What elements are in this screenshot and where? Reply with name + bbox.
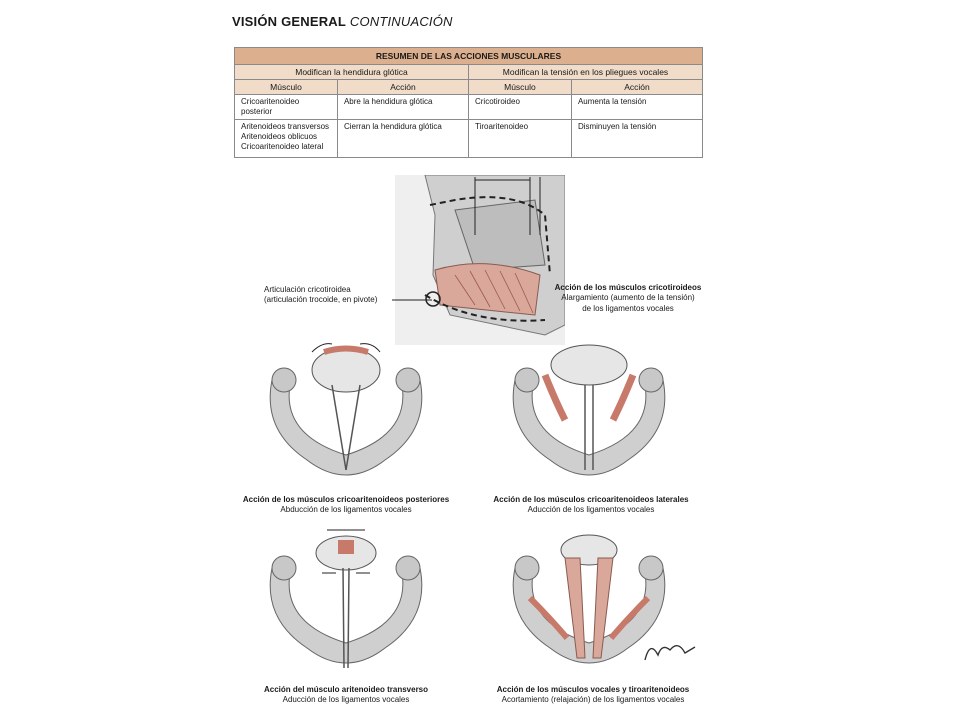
- caption-title: Acción de los músculos vocales y tiroari…: [496, 685, 690, 694]
- label-line: Articulación cricotiroidea: [264, 285, 351, 294]
- col-action-right: Acción: [570, 79, 704, 95]
- muscle-actions-table: RESUMEN DE LAS ACCIONES MUSCULARES Modif…: [234, 47, 704, 158]
- col-muscle-right: Músculo: [467, 79, 572, 95]
- caption-title: Acción de los músculos cricoaritenoideos…: [493, 495, 689, 504]
- caption-line: de los ligamentos vocales: [582, 303, 674, 313]
- joint-label: Articulación cricotiroidea (articulación…: [264, 285, 377, 305]
- col-muscle-left: Músculo: [234, 79, 338, 95]
- cell-line: Aritenoideos transversos: [241, 122, 330, 131]
- table-row: Cricoaritenoideo posterior Abre la hendi…: [234, 94, 704, 120]
- cell-muscle: Tiroaritenoideo: [467, 119, 572, 158]
- table-title: RESUMEN DE LAS ACCIONES MUSCULARES: [234, 47, 703, 65]
- leader-line: [392, 299, 432, 301]
- caption-vocal: Acción de los músculos vocales y tiroari…: [480, 685, 706, 706]
- caption-sub: Aducción de los ligamentos vocales: [527, 505, 655, 515]
- col-action-left: Acción: [336, 79, 469, 95]
- caption-sub: Aducción de los ligamentos vocales: [282, 695, 410, 705]
- cell-muscle: Cricotiroideo: [467, 94, 572, 120]
- page-header: VISIÓN GENERAL CONTINUACIÓN: [232, 14, 453, 29]
- group-left: Modifican la hendidura glótica: [234, 64, 469, 80]
- cell-line: Cricoaritenoideo lateral: [241, 142, 324, 151]
- caption-sub: Acortamiento (relajación) de los ligamen…: [501, 695, 685, 705]
- artist-signature-icon: [644, 645, 696, 661]
- label-line: (articulación trocoide, en pivote): [264, 295, 378, 304]
- posterior-cricoarytenoid-illustration: [269, 343, 423, 476]
- caption-posterior: Acción de los músculos cricoaritenoideos…: [236, 495, 456, 516]
- caption-sub: Abducción de los ligamentos vocales: [280, 505, 412, 515]
- cell-action: Disminuyen la tensión: [570, 119, 704, 158]
- header-italic: CONTINUACIÓN: [349, 14, 453, 29]
- header-bold: VISIÓN GENERAL: [232, 14, 347, 29]
- caption-transverse: Acción del músculo aritenoideo transvers…: [236, 685, 456, 706]
- cell-action: Aumenta la tensión: [570, 94, 704, 120]
- caption-line: Alargamiento (aumento de la tensión): [561, 293, 695, 303]
- table-row: Aritenoideos transversos Aritenoideos ob…: [234, 119, 704, 158]
- cell-muscle: Aritenoideos transversos Aritenoideos ob…: [234, 119, 338, 158]
- caption-cricothyroid: Acción de los músculos cricotiroideos Al…: [548, 283, 708, 314]
- vocalis-thyroarytenoid-illustration: [512, 534, 666, 664]
- caption-title: Acción del músculo aritenoideo transvers…: [263, 685, 429, 694]
- caption-lateral: Acción de los músculos cricoaritenoideos…: [478, 495, 704, 516]
- cell-action: Cierran la hendidura glótica: [336, 119, 469, 158]
- cell-line: Aritenoideos oblicuos: [241, 132, 318, 141]
- cell-action: Abre la hendidura glótica: [336, 94, 469, 120]
- caption-title: Acción de los músculos cricotiroideos: [554, 283, 702, 292]
- transverse-arytenoid-illustration: [269, 529, 423, 669]
- cricothyroid-illustration: [395, 175, 565, 345]
- lateral-cricoarytenoid-illustration: [512, 344, 666, 476]
- cell-muscle: Cricoaritenoideo posterior: [234, 94, 338, 120]
- group-right: Modifican la tensión en los pliegues voc…: [467, 64, 704, 80]
- caption-title: Acción de los músculos cricoaritenoideos…: [242, 495, 450, 504]
